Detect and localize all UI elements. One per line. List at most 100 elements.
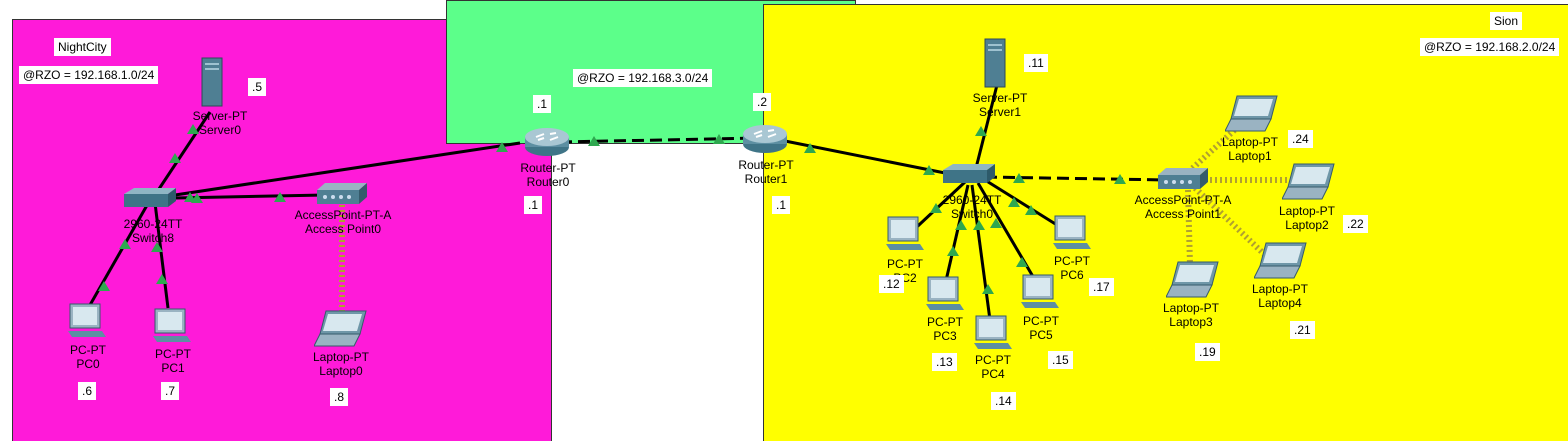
device-label-router0: Router-PT Router0 bbox=[520, 161, 575, 189]
device-type: AccessPoint-PT-A bbox=[1134, 193, 1232, 207]
device-type: PC-PT bbox=[70, 343, 106, 357]
device-name: Laptop4 bbox=[1258, 296, 1302, 310]
device-name: Laptop1 bbox=[1228, 149, 1272, 163]
device-name: PC1 bbox=[161, 361, 185, 375]
pc-icon[interactable] bbox=[153, 308, 191, 344]
port-indicator bbox=[191, 193, 203, 203]
device-label-laptop3: Laptop-PT Laptop3 bbox=[1163, 301, 1219, 329]
port-indicator bbox=[713, 134, 725, 144]
port-indicator bbox=[169, 153, 181, 163]
port-indicator bbox=[923, 165, 935, 175]
access-point-icon[interactable] bbox=[1158, 168, 1208, 190]
port-indicator bbox=[1114, 174, 1126, 184]
device-label-server0: Server-PT Server0 bbox=[193, 109, 248, 137]
device-type: PC-PT bbox=[1054, 254, 1090, 268]
laptop-icon[interactable] bbox=[1254, 242, 1308, 280]
device-type: Laptop-PT bbox=[1162, 301, 1220, 315]
port-indicator bbox=[990, 218, 1002, 228]
ip-laptop0: .8 bbox=[330, 388, 349, 406]
ip-laptop2: .22 bbox=[1343, 215, 1368, 233]
device-label-switch0: 2960-24TT Switch0 bbox=[943, 193, 1002, 221]
cable-switch8-pc1 bbox=[153, 202, 170, 309]
server-icon[interactable] bbox=[984, 38, 1006, 88]
ip-laptop4: .21 bbox=[1290, 321, 1315, 339]
cable-switch0-ap1 bbox=[984, 175, 1171, 182]
ip-router0-lan: .1 bbox=[524, 196, 543, 214]
device-type: PC-PT bbox=[887, 257, 923, 271]
port-indicator bbox=[119, 239, 131, 249]
device-label-pc0: PC-PT PC0 bbox=[70, 343, 106, 371]
cable-router0-router1 bbox=[559, 136, 761, 144]
device-name: Server1 bbox=[978, 105, 1022, 119]
port-indicator bbox=[930, 203, 942, 213]
ip-router1-lan: .1 bbox=[772, 196, 791, 214]
device-label-laptop1: Laptop-PT Laptop1 bbox=[1222, 135, 1278, 163]
zone-name-nightcity: NightCity bbox=[54, 38, 111, 56]
laptop-icon[interactable] bbox=[1225, 95, 1279, 133]
device-name: PC6 bbox=[1060, 268, 1084, 282]
ip-router1-wan: .2 bbox=[753, 93, 772, 111]
pc-icon[interactable] bbox=[974, 315, 1012, 351]
device-name: PC3 bbox=[933, 329, 957, 343]
pc-icon[interactable] bbox=[68, 303, 106, 339]
device-label-pc4: PC-PT PC4 bbox=[975, 353, 1011, 381]
port-indicator bbox=[187, 124, 199, 134]
ip-laptop1: .24 bbox=[1288, 130, 1313, 148]
wireless-ap1-laptop4 bbox=[1192, 185, 1268, 258]
device-label-pc1: PC-PT PC1 bbox=[155, 347, 191, 375]
device-name: PC0 bbox=[76, 357, 100, 371]
device-label-switch8: 2960-24TT Switch8 bbox=[124, 217, 183, 245]
pc-icon[interactable] bbox=[1021, 274, 1059, 310]
device-label-laptop4: Laptop-PT Laptop4 bbox=[1252, 282, 1308, 310]
device-label-ap0: AccessPoint-PT-A Access Point0 bbox=[295, 208, 392, 236]
device-type: Laptop-PT bbox=[312, 350, 370, 364]
device-type: Server-PT bbox=[972, 91, 1028, 105]
switch-icon[interactable] bbox=[124, 188, 176, 208]
cable-switch8-router0 bbox=[174, 141, 521, 197]
network-address-right: @RZO = 192.168.2.0/24 bbox=[1420, 38, 1560, 56]
device-type: PC-PT bbox=[927, 315, 963, 329]
port-indicator bbox=[1016, 257, 1028, 267]
device-type: Laptop-PT bbox=[1221, 135, 1279, 149]
router-icon[interactable] bbox=[742, 124, 788, 154]
device-type: PC-PT bbox=[975, 353, 1011, 367]
port-indicator bbox=[1025, 205, 1037, 215]
ip-server1: .11 bbox=[1024, 54, 1048, 72]
device-label-pc5: PC-PT PC5 bbox=[1023, 314, 1059, 342]
pc-icon[interactable] bbox=[886, 216, 924, 252]
cable-switch0-pc6 bbox=[984, 178, 1066, 232]
router-icon[interactable] bbox=[524, 127, 570, 157]
ip-router0-wan: .1 bbox=[533, 95, 552, 113]
port-indicator bbox=[947, 246, 959, 256]
port-indicator bbox=[1013, 173, 1025, 183]
device-type: 2960-24TT bbox=[942, 193, 1002, 207]
access-point-icon[interactable] bbox=[317, 183, 367, 205]
pc-icon[interactable] bbox=[1053, 215, 1091, 251]
device-name: Switch8 bbox=[131, 231, 175, 245]
pc-icon[interactable] bbox=[926, 276, 964, 312]
port-indicator bbox=[973, 220, 985, 230]
port-indicator bbox=[588, 136, 600, 146]
device-type: AccessPoint-PT-A bbox=[294, 208, 392, 222]
port-indicator bbox=[1008, 197, 1020, 207]
laptop-icon[interactable] bbox=[314, 310, 368, 348]
server-icon[interactable] bbox=[201, 57, 223, 107]
port-indicator bbox=[184, 192, 196, 202]
port-indicator bbox=[98, 281, 110, 291]
wireless-ap1-laptop1 bbox=[1182, 122, 1243, 178]
device-type: Router-PT bbox=[520, 161, 576, 175]
laptop-icon[interactable] bbox=[1166, 261, 1220, 299]
device-name: Switch0 bbox=[950, 207, 994, 221]
port-indicator bbox=[804, 143, 816, 153]
laptop-icon[interactable] bbox=[1282, 163, 1336, 201]
cable-server0-switch8 bbox=[153, 111, 212, 196]
ip-pc0: .6 bbox=[78, 382, 97, 400]
port-indicator bbox=[274, 192, 286, 202]
switch-icon[interactable] bbox=[943, 164, 995, 184]
device-label-server1: Server-PT Server1 bbox=[973, 91, 1028, 119]
device-type: PC-PT bbox=[1023, 314, 1059, 328]
device-label-pc3: PC-PT PC3 bbox=[927, 315, 963, 343]
port-indicator bbox=[496, 142, 508, 152]
cable-switch8-ap0 bbox=[174, 193, 326, 200]
cable-switch0-pc3 bbox=[943, 184, 970, 286]
